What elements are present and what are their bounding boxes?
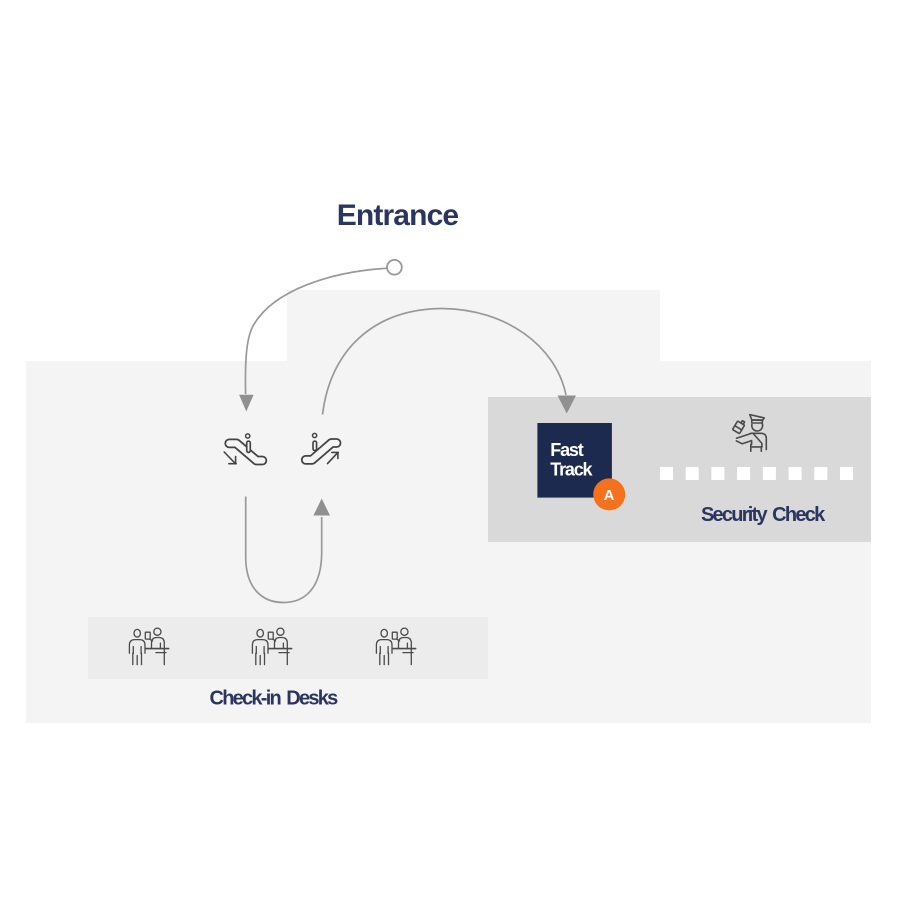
svg-text:A: A [604, 487, 615, 504]
svg-text:Track: Track [550, 460, 593, 480]
svg-text:Fast: Fast [550, 440, 583, 460]
svg-text:Security Check: Security Check [701, 504, 826, 526]
svg-text:Check-in Desks: Check-in Desks [210, 688, 339, 710]
svg-text:Entrance: Entrance [337, 199, 459, 232]
